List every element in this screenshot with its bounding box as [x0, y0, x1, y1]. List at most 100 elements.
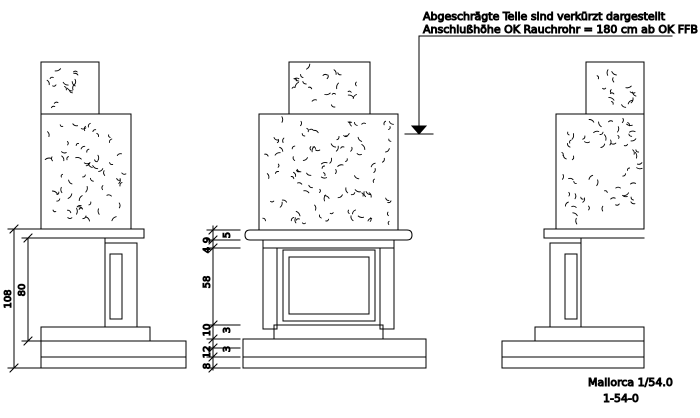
stone-hatch-mark — [314, 204, 317, 211]
stone-hatch-mark — [315, 149, 321, 152]
stone-hatch-mark — [617, 126, 620, 133]
stone-hatch-mark — [279, 201, 283, 208]
stone-hatch-mark — [50, 105, 56, 109]
stone-hatch-mark — [262, 217, 266, 222]
side-pillar-left-inner — [109, 253, 123, 320]
tick-front-230 — [208, 225, 218, 235]
stone-hatch-mark — [596, 179, 599, 187]
stone-hatch-mark — [571, 205, 577, 208]
stone-hatch-mark — [82, 174, 86, 178]
stone-hatch-mark — [66, 156, 69, 161]
stone-hatch-mark — [296, 169, 301, 173]
stone-hatch-mark — [383, 120, 387, 126]
stone-hatch-mark — [352, 209, 357, 215]
stone-hatch-mark — [630, 196, 634, 201]
stone-hatch-mark — [307, 86, 313, 90]
tick-front-348 — [208, 343, 218, 353]
stone-hatch-mark — [350, 215, 354, 222]
stone-hatch-mark — [277, 163, 280, 168]
stone-hatch-mark — [635, 149, 640, 153]
stone-hatch-mark — [273, 137, 279, 141]
stone-hatch-mark — [86, 148, 90, 153]
stone-hatch-mark — [290, 176, 295, 180]
stone-hatch-mark — [564, 201, 569, 207]
base-plate-left — [40, 356, 187, 369]
tick-front-325 — [208, 320, 218, 330]
stone-hatch-mark — [51, 190, 58, 195]
stone-hatch-mark — [357, 136, 363, 142]
title-block-code: 1-54-0 — [603, 392, 639, 405]
dim-label-total-height: 108 — [3, 289, 14, 308]
stone-hatch-mark — [330, 143, 337, 148]
stone-hatch-mark — [290, 216, 295, 222]
stone-hatch-mark — [53, 101, 59, 104]
stone-hatch-mark — [270, 200, 275, 203]
stone-hatch-mark — [293, 171, 297, 177]
stone-hatch-mark — [340, 146, 345, 149]
stone-hatch-mark — [75, 143, 80, 146]
stone-hatch-mark — [626, 123, 633, 127]
stone-hatch-mark — [617, 135, 620, 139]
stone-hatch-mark — [301, 222, 306, 225]
stone-hatch-mark — [106, 194, 112, 197]
stone-hatch-mark — [602, 87, 607, 90]
stone-hatch-mark — [282, 137, 285, 143]
stone-hatch-mark — [92, 129, 97, 133]
stone-hatch-mark — [281, 199, 288, 203]
stone-hatch-mark — [67, 193, 73, 199]
stone-hatch-mark — [588, 174, 594, 180]
stone-hatch-mark — [615, 203, 620, 206]
stone-hatch-mark — [306, 172, 312, 176]
stone-hatch-mark — [571, 155, 575, 161]
stone-hatch-mark — [324, 92, 331, 96]
stone-hatch-mark — [349, 120, 352, 127]
stone-hatch-mark — [264, 153, 269, 157]
stone-hatch-mark — [80, 145, 86, 150]
stone-hatch-mark — [571, 133, 575, 140]
stone-hatch-mark — [321, 165, 326, 169]
stone-hatch-mark — [337, 72, 342, 76]
stone-hatch-mark — [66, 87, 73, 92]
tick-firebox-bottom — [23, 336, 33, 346]
stone-hatch-mark — [266, 173, 270, 179]
stone-hatch-mark — [97, 208, 100, 215]
note-shortened-parts: Abgeschrägte Teile sind verkürzt dargest… — [423, 10, 666, 23]
stone-hatch-mark — [276, 138, 280, 144]
stone-hatch-mark — [319, 188, 321, 193]
stone-hatch-mark — [596, 75, 600, 80]
stone-hatch-mark — [296, 168, 302, 173]
stone-hatch-mark — [636, 167, 643, 170]
stone-hatch-mark — [582, 135, 586, 140]
stone-hatch-mark — [119, 182, 123, 187]
stone-hatch-mark — [612, 77, 615, 83]
stone-hatch-mark — [87, 122, 91, 128]
front-view — [242, 61, 427, 369]
stone-hatch-mark — [361, 192, 364, 197]
stone-hatch-mark — [75, 157, 82, 160]
stone-hatch-mark — [361, 122, 366, 125]
firebox-opening — [288, 256, 370, 315]
stone-hatch-mark — [306, 63, 311, 70]
stone-hatch-mark — [300, 120, 302, 127]
stone-hatch-mark — [44, 157, 52, 160]
stone-hatch-mark — [608, 97, 615, 101]
stone-hatch-mark — [318, 214, 322, 219]
stone-hatch-mark — [121, 172, 127, 175]
stone-hatch-mark — [325, 218, 330, 222]
stone-hatch-mark — [301, 133, 306, 137]
stone-hatch-mark — [83, 162, 90, 165]
stone-hatch-mark — [73, 72, 79, 76]
stone-hatch-mark — [388, 126, 391, 130]
stone-hatch-mark — [312, 146, 316, 150]
stone-hatch-mark — [354, 175, 360, 180]
hearth-step-left — [40, 326, 151, 342]
stone-hatch-mark — [78, 195, 83, 202]
tick-front-339 — [208, 334, 218, 344]
stone-hatch-mark — [85, 185, 88, 193]
stone-hatch-mark — [573, 180, 577, 184]
stone-hatch-mark — [632, 149, 635, 155]
stone-hatch-mark — [350, 192, 356, 196]
stone-hatch-mark — [116, 177, 121, 181]
stone-hatch-mark — [294, 81, 299, 88]
stone-hatch-mark — [300, 74, 304, 79]
